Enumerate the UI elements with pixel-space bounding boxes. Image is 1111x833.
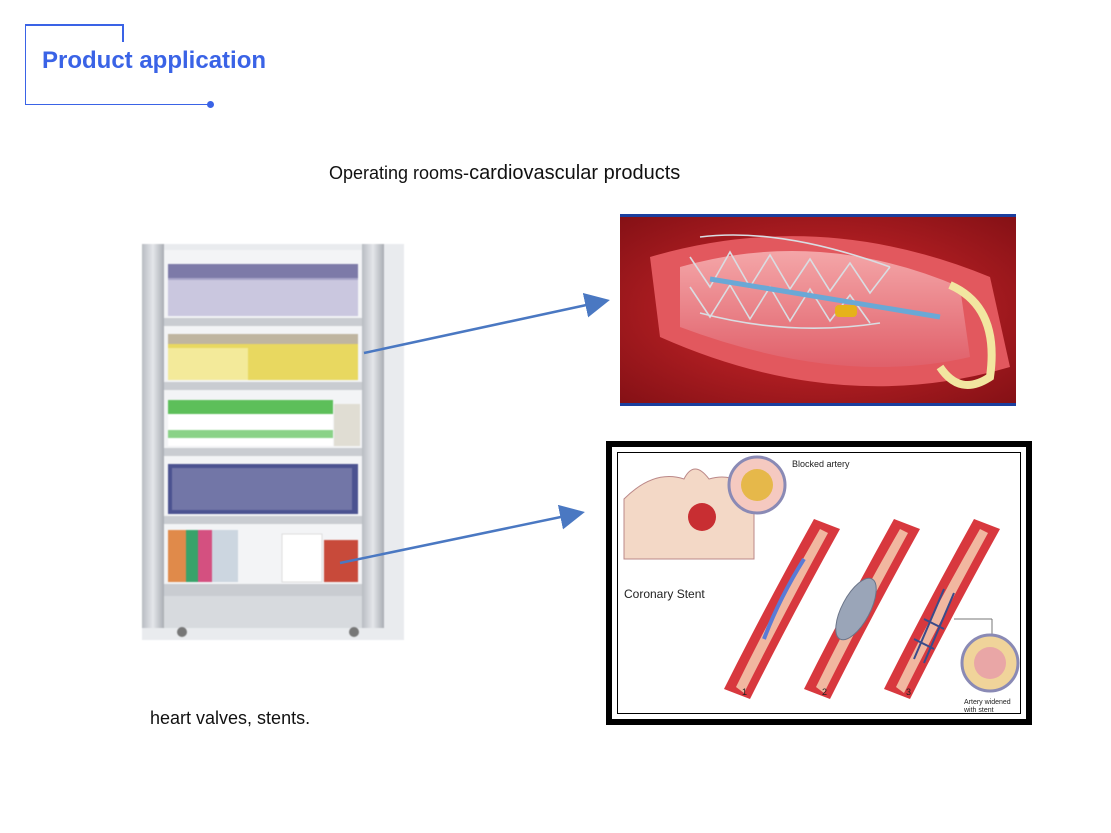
subtitle-part-a: Operating rooms- [329,163,470,183]
step-3-label: 3 [906,687,912,697]
catheter [709,276,941,320]
subtitle-part-b: cardiovascular products [469,162,681,184]
widened-line-2: with stent [964,707,994,714]
storage-cabinet-image [142,244,404,640]
step-2-label: 2 [822,687,828,697]
books-row-1 [168,264,358,316]
heart-icon [688,503,716,531]
artery-lumen [680,251,970,367]
books-row-5 [168,530,358,583]
plaque [741,469,773,501]
products-caption: heart valves, stents. [150,708,311,728]
artery-stage-1 [724,519,840,699]
books-row-4 [168,464,358,514]
books-row-2 [168,334,358,380]
widened-line-1: Artery widened [964,699,1011,706]
balloon-tip [835,305,857,317]
title-frame-dot [207,101,214,108]
cabinet-right-panel [362,244,384,628]
title-frame [25,24,211,105]
coronary-stent-diagram: Blocked artery Coronary Stent 1 2 3 Arte… [606,441,1032,725]
books-row-3 [168,400,360,446]
step-1-label: 1 [742,687,748,697]
cabinet-shelves [164,318,362,596]
artery-stage-2 [804,519,920,699]
artery-stage-3 [884,519,1000,699]
section-subtitle: Operating rooms-cardiovascular products [329,162,680,185]
stent-photo [620,214,1016,406]
cabinet-left-panel [142,244,164,628]
coronary-stent-label: Coronary Stent [624,587,705,601]
page-title: Product application [42,47,267,74]
blocked-artery-label: Blocked artery [792,459,850,469]
open-lumen [974,647,1006,679]
